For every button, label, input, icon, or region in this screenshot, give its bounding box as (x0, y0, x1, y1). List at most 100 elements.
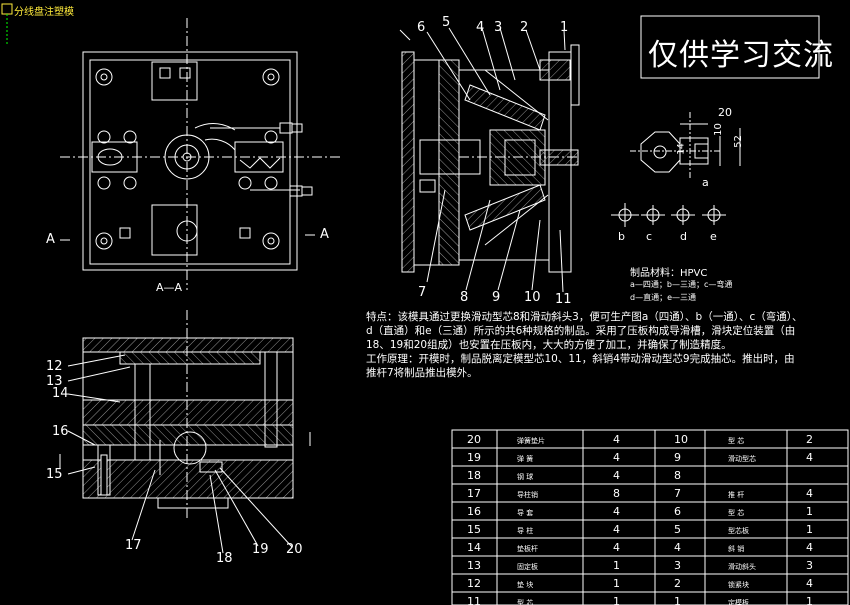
callout-14: 14 (52, 386, 69, 401)
parts-item-name: 滑动斜头 (728, 563, 756, 571)
parts-item-name: 斜 销 (728, 545, 745, 553)
parts-item-number: 10 (674, 433, 688, 446)
callout-20: 20 (286, 542, 303, 557)
parts-item-number: 13 (467, 559, 481, 572)
callout-16: 16 (52, 424, 69, 439)
parts-item-name: 定模板 (728, 599, 749, 605)
parts-item-qty: 3 (806, 559, 813, 572)
callout-2: 2 (520, 20, 529, 35)
parts-item-name: 锁紧块 (728, 581, 749, 589)
material-line-1: 制品材料：HPVC (630, 268, 708, 279)
parts-item-number: 16 (467, 505, 481, 518)
callout-9: 9 (492, 290, 501, 305)
parts-item-number: 3 (674, 559, 681, 572)
notes-line-2: d（直通）和e（三通）所示的共6种规格的制品。采用了压板构成导滑槽，滑块定位装置… (366, 325, 796, 337)
callout-11: 11 (555, 292, 572, 307)
parts-item-name: 垫板杆 (517, 545, 538, 553)
parts-item-number: 6 (674, 505, 681, 518)
parts-item-number: 4 (674, 541, 681, 554)
dim-10: 10 (712, 123, 724, 136)
parts-item-qty: 1 (613, 559, 620, 572)
dim-20: 20 (718, 106, 732, 119)
parts-item-name: 弹 簧 (517, 455, 534, 463)
section-label: A—A (156, 281, 183, 294)
parts-item-qty: 4 (613, 541, 620, 554)
parts-item-qty: 4 (806, 541, 813, 554)
detail-label-d: d (680, 230, 687, 243)
callout-10: 10 (524, 290, 541, 305)
parts-item-qty: 4 (806, 487, 813, 500)
callout-12: 12 (46, 359, 63, 374)
parts-item-number: 1 (674, 595, 681, 605)
parts-item-number: 2 (674, 577, 681, 590)
parts-item-qty: 4 (613, 433, 620, 446)
parts-item-qty: 4 (806, 577, 813, 590)
parts-item-name: 滑动型芯 (728, 455, 756, 463)
callout-15: 15 (46, 467, 63, 482)
detail-a-view (630, 112, 741, 180)
callout-19: 19 (252, 542, 269, 557)
parts-item-qty: 4 (613, 505, 620, 518)
parts-item-number: 18 (467, 469, 481, 482)
parts-item-number: 19 (467, 451, 481, 464)
parts-item-number: 20 (467, 433, 481, 446)
callout-13: 13 (46, 374, 63, 389)
parts-item-qty: 1 (806, 595, 813, 605)
parts-item-number: 12 (467, 577, 481, 590)
section-mark-right: A (320, 227, 329, 242)
detail-label-e: e (710, 230, 717, 243)
detail-label-c: c (646, 230, 653, 243)
watermark-frame (640, 15, 820, 79)
layer-name-label[interactable]: 分线盘注塑模 (14, 7, 74, 18)
layer-toggle-icon[interactable] (1, 3, 13, 44)
callout-1: 1 (560, 20, 569, 35)
parts-item-number: 11 (467, 595, 481, 605)
detail-label-b: b (618, 230, 625, 243)
front-section-view (67, 310, 294, 554)
parts-item-number: 5 (674, 523, 681, 536)
parts-item-number: 9 (674, 451, 681, 464)
parts-item-name: 钢 球 (517, 473, 534, 481)
section-mark-left: A (46, 232, 55, 247)
watermark-text: 仅供学习交流 (648, 38, 834, 73)
parts-item-name: 导柱销 (517, 491, 538, 499)
parts-item-qty: 4 (806, 451, 813, 464)
parts-item-name: 导 套 (517, 509, 534, 517)
notes-line-1: 特点：该模具通过更换滑动型芯8和滑动斜头3，便可生产图a（四通）、b（一通）、c… (366, 311, 803, 323)
callout-3: 3 (494, 20, 503, 35)
material-line-2: a—四通；b—三通；c—弯通 (630, 280, 733, 289)
callout-8: 8 (460, 290, 469, 305)
parts-item-name: 推 杆 (728, 491, 745, 499)
parts-item-number: 7 (674, 487, 681, 500)
notes-line-3: 18、19和20组成）也安置在压板内，大大的方便了加工，并确保了制造精度。 (366, 339, 732, 351)
parts-item-number: 15 (467, 523, 481, 536)
callout-18: 18 (216, 551, 233, 566)
parts-item-qty: 4 (613, 523, 620, 536)
callout-5: 5 (442, 15, 451, 30)
parts-item-name: 固定板 (517, 563, 538, 571)
parts-table-grid (451, 429, 849, 605)
parts-item-qty: 1 (613, 577, 620, 590)
parts-item-name: 型 芯 (517, 599, 534, 605)
parts-item-qty: 1 (806, 505, 813, 518)
side-section-view (399, 27, 580, 293)
callout-7: 7 (418, 285, 427, 300)
parts-item-qty: 1 (806, 523, 813, 536)
notes-line-5: 推杆7将制品推出模外。 (366, 367, 478, 379)
material-line-3: d—直通；e—三通 (630, 293, 696, 302)
parts-item-name: 弹簧垫片 (517, 437, 545, 445)
parts-item-name: 导 柱 (517, 527, 534, 535)
parts-item-name: 型 芯 (728, 437, 745, 445)
parts-item-qty: 2 (806, 433, 813, 446)
detail-small-icons (611, 203, 726, 227)
callout-17: 17 (125, 538, 142, 553)
parts-item-number: 17 (467, 487, 481, 500)
parts-item-number: 8 (674, 469, 681, 482)
dim-52: 52 (732, 135, 744, 148)
parts-item-name: 型芯板 (728, 527, 749, 535)
parts-item-number: 14 (467, 541, 481, 554)
parts-item-qty: 1 (613, 595, 620, 605)
parts-item-name: 型 芯 (728, 509, 745, 517)
